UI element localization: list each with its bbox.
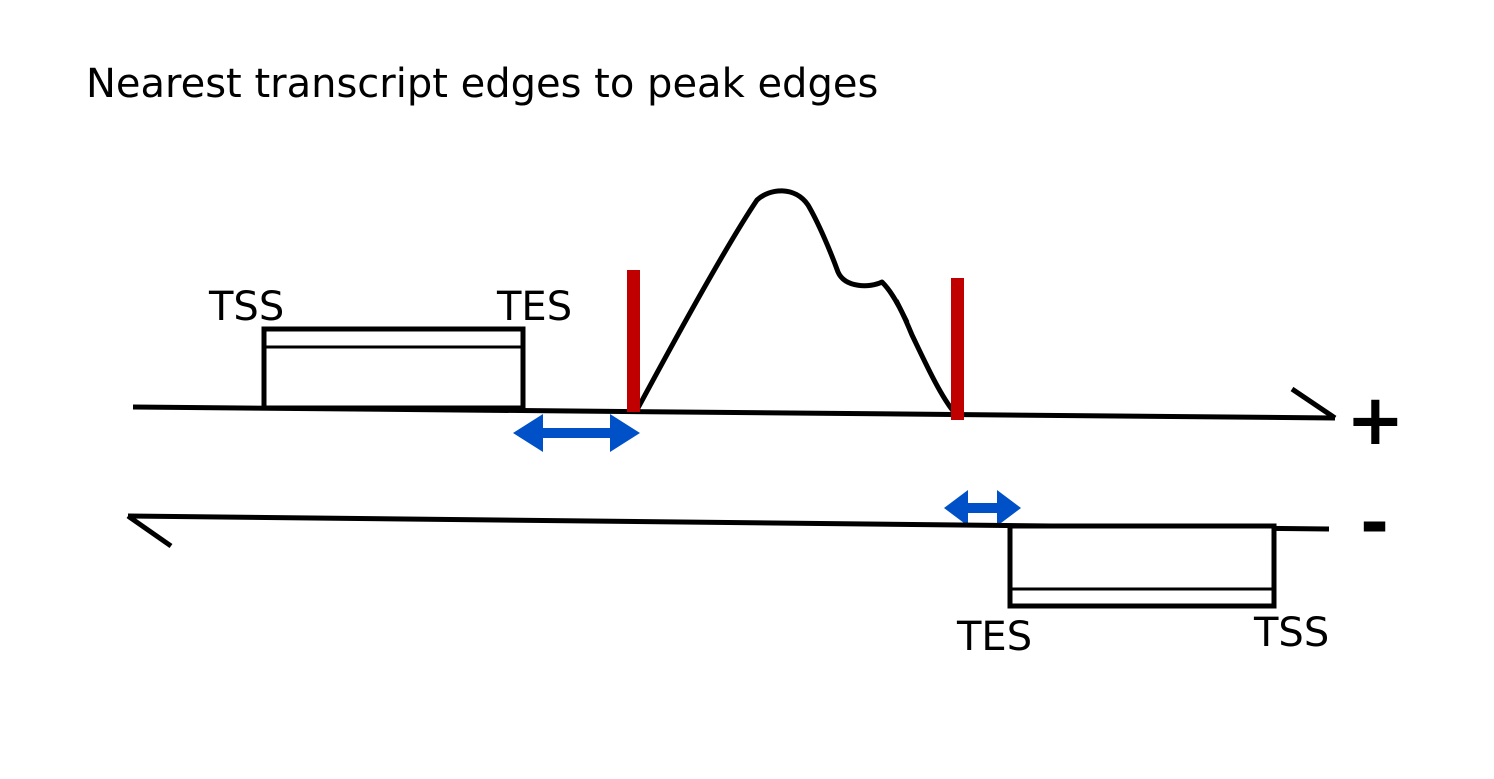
peak	[627, 188, 964, 420]
distance-arrow-downstream	[944, 490, 1021, 526]
diagram-title: Nearest transcript edges to peak edges	[86, 61, 878, 107]
minus-tss-label: TSS	[1253, 610, 1329, 656]
upstream-arrow-shape	[513, 414, 640, 452]
plus-tes-label: TES	[496, 284, 572, 330]
minus-strand: TES TSS -	[126, 482, 1389, 660]
downstream-arrow-shape	[944, 490, 1021, 526]
distance-arrow-upstream	[513, 414, 640, 452]
minus-tes-label: TES	[956, 614, 1032, 660]
plus-tss-label: TSS	[208, 284, 284, 330]
peak-start-edge	[627, 270, 640, 412]
peak-curve	[635, 188, 957, 415]
plus-strand-sign: +	[1346, 379, 1405, 461]
minus-transcript-box	[1007, 523, 1277, 609]
peak-end-edge	[951, 278, 964, 420]
peak-curve-notch	[895, 299, 910, 323]
minus-strand-sign: -	[1360, 482, 1389, 564]
minus-strand-arrow-barb	[126, 513, 173, 549]
plus-transcript-box	[261, 326, 526, 411]
plus-strand-arrow-barb	[1290, 386, 1337, 421]
plus-strand: TSS TES +	[132, 284, 1405, 461]
